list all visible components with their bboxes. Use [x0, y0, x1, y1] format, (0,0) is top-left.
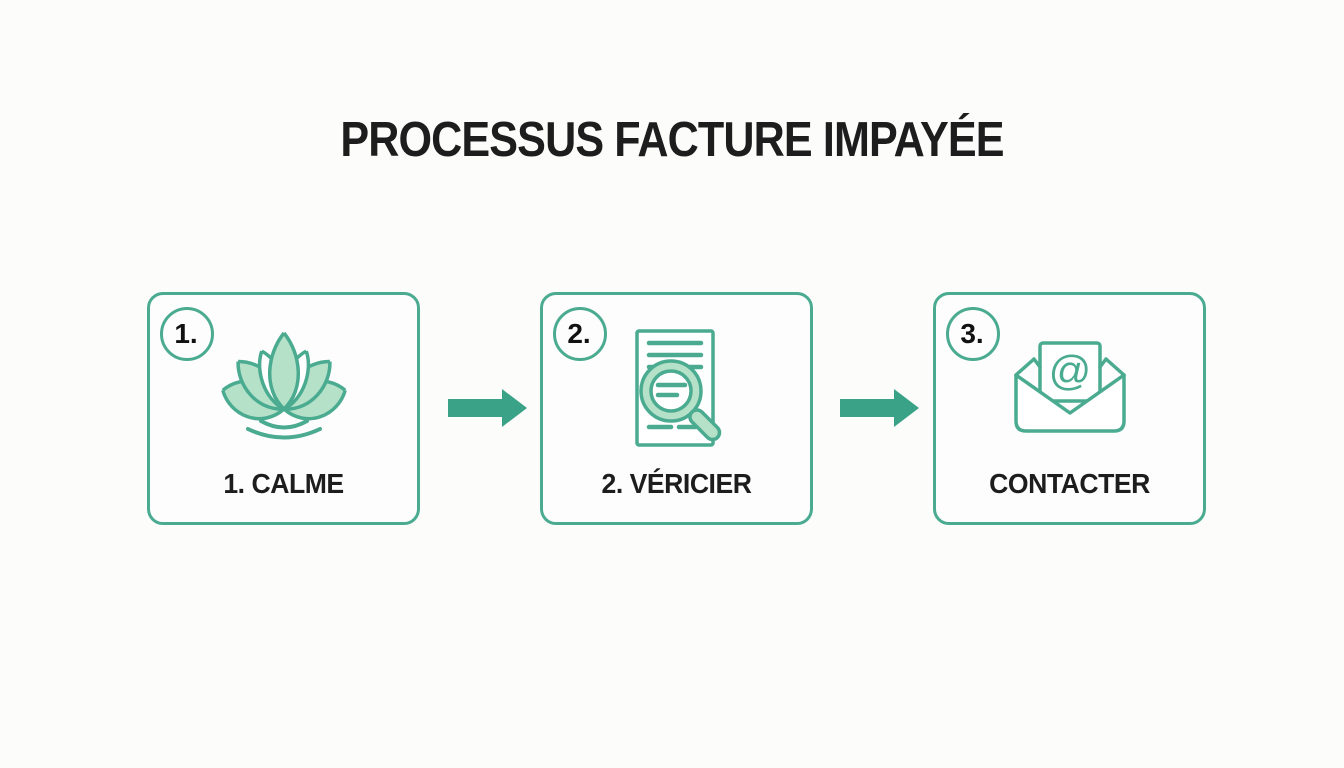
- step-number-badge: 2.: [553, 307, 607, 361]
- email-envelope-icon: @: [1007, 339, 1133, 444]
- document-magnifier-icon: [615, 327, 739, 456]
- lotus-calm-icon: [220, 329, 348, 452]
- step-card-contacter: 3. @ CONTACTER: [933, 292, 1206, 525]
- step-label: 2. VÉRICIER: [601, 468, 752, 499]
- at-symbol: @: [1048, 347, 1091, 394]
- step-number-badge: 3.: [946, 307, 1000, 361]
- step-label: 1. CALME: [223, 468, 344, 499]
- page-title: PROCESSUS FACTURE IMPAYÉE: [340, 113, 1004, 167]
- step-number-badge: 1.: [160, 307, 214, 361]
- step-label: CONTACTER: [989, 468, 1150, 499]
- step-card-calme: 1. 1. CALME: [147, 292, 420, 525]
- step-card-verifier: 2. 2. VÉRICIER: [540, 292, 813, 525]
- right-arrow-icon: [448, 389, 528, 427]
- right-arrow-icon: [840, 389, 920, 427]
